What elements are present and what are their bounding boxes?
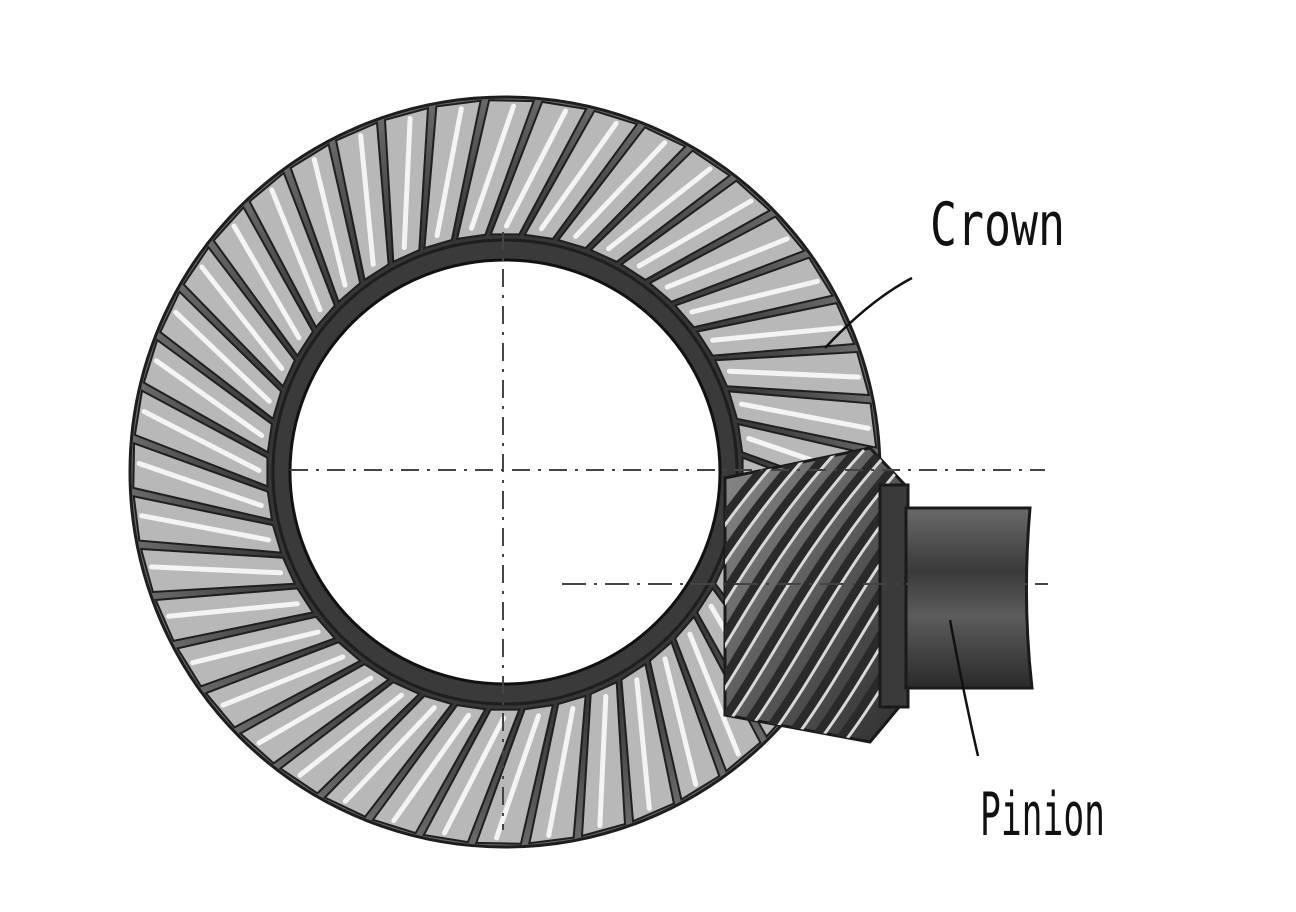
crown-tooth — [528, 694, 587, 845]
crown-tooth-highlight — [149, 564, 284, 576]
pinion-tooth-highlight — [725, 448, 814, 741]
crown-tooth-highlight — [597, 693, 609, 828]
crown-tooth-highlight — [153, 358, 265, 438]
crown-tooth — [455, 99, 536, 241]
crown-tooth-highlight — [546, 705, 576, 838]
pinion-tooth — [725, 448, 888, 742]
crown-tooth-highlight — [256, 675, 374, 746]
crown-tooth-highlight — [636, 198, 754, 269]
crown-tooth-highlight — [573, 140, 668, 239]
crown-tooth-highlight — [689, 278, 820, 315]
pinion-gear — [723, 446, 1034, 744]
crown-tooth-highlight — [220, 654, 346, 708]
crown-leader-line — [824, 276, 913, 349]
pinion-gear-collar — [878, 483, 910, 709]
crown-tooth-highlight — [358, 133, 376, 267]
leader-lines — [824, 276, 980, 757]
crown-tooth-highlight — [738, 401, 871, 431]
pinion-shaft — [904, 506, 1034, 690]
crown-tooth — [695, 301, 856, 357]
pinion-tooth — [725, 448, 836, 742]
crown-tooth-highlight — [136, 461, 264, 508]
crown-tooth-highlight — [662, 656, 699, 787]
pinion-tooth-highlight — [740, 448, 905, 741]
center-lines — [290, 232, 1048, 830]
crown-tooth — [132, 495, 283, 554]
pinion-tooth-highlight — [725, 448, 892, 741]
pinion-tooth-highlight — [725, 448, 788, 741]
pinion-tooth — [783, 448, 905, 742]
crown-tooth-highlight — [469, 103, 516, 231]
crown-tooth-highlight — [664, 236, 790, 290]
crown-tooth-highlight — [166, 601, 300, 619]
crown-tooth — [673, 256, 835, 329]
crown-tooth — [132, 441, 274, 522]
pinion-leader-line — [948, 619, 980, 757]
pinion-tooth — [725, 448, 810, 742]
crown-tooth-highlight — [311, 157, 348, 288]
crown-tooth-highlight — [139, 513, 272, 543]
pinion-tooth — [725, 448, 862, 742]
crown-tooth-highlight — [710, 325, 844, 343]
crown-label: Crown — [930, 190, 1065, 260]
pinion-tooth — [725, 448, 784, 742]
crown-tooth-highlight — [494, 713, 541, 841]
pinion-label: Pinion — [980, 780, 1105, 850]
pinion-tooth — [835, 448, 905, 742]
crown-tooth-highlight — [141, 409, 262, 473]
crown-tooth-highlight — [726, 368, 861, 380]
crown-tooth-highlight — [391, 712, 471, 824]
crown-tooth-highlight — [199, 264, 285, 371]
crown-tooth — [474, 703, 555, 845]
crown-tooth-highlight — [173, 309, 272, 404]
crown-tooth-highlight — [269, 187, 323, 313]
crown-tooth — [175, 615, 337, 688]
crown-tooth — [289, 142, 362, 304]
crown-tooth-highlight — [504, 108, 568, 229]
pinion-tooth-highlight — [766, 448, 905, 741]
crown-tooth — [727, 390, 878, 449]
crown-tooth-highlight — [539, 120, 619, 232]
pinion-tooth-highlight — [844, 448, 905, 741]
crown-tooth-highlight — [606, 166, 713, 252]
pinion-tooth — [725, 448, 905, 742]
crown-tooth-highlight — [687, 631, 741, 757]
crown-tooth-highlight — [634, 677, 652, 811]
crown-tooth-highlight — [342, 705, 437, 804]
crown-tooth — [620, 662, 676, 823]
crown-tooth-highlight — [442, 715, 506, 836]
pinion-gear-teeth — [725, 448, 905, 742]
crown-tooth-highlight — [231, 223, 302, 341]
crown-tooth-highlight — [401, 116, 413, 251]
pinion-tooth-highlight — [725, 448, 840, 741]
crown-tooth — [334, 121, 390, 282]
pinion-tooth-highlight — [818, 448, 905, 741]
crown-tooth-highlight — [297, 692, 404, 778]
crown-tooth — [423, 99, 482, 250]
pinion-tooth — [757, 448, 905, 742]
crown-gear-bore — [288, 258, 722, 686]
crown-tooth-highlight — [190, 629, 321, 666]
crown-tooth-highlight — [434, 106, 464, 239]
pinion-tooth-highlight — [725, 448, 866, 741]
crown-tooth — [154, 587, 315, 643]
crown-tooth — [648, 640, 721, 802]
